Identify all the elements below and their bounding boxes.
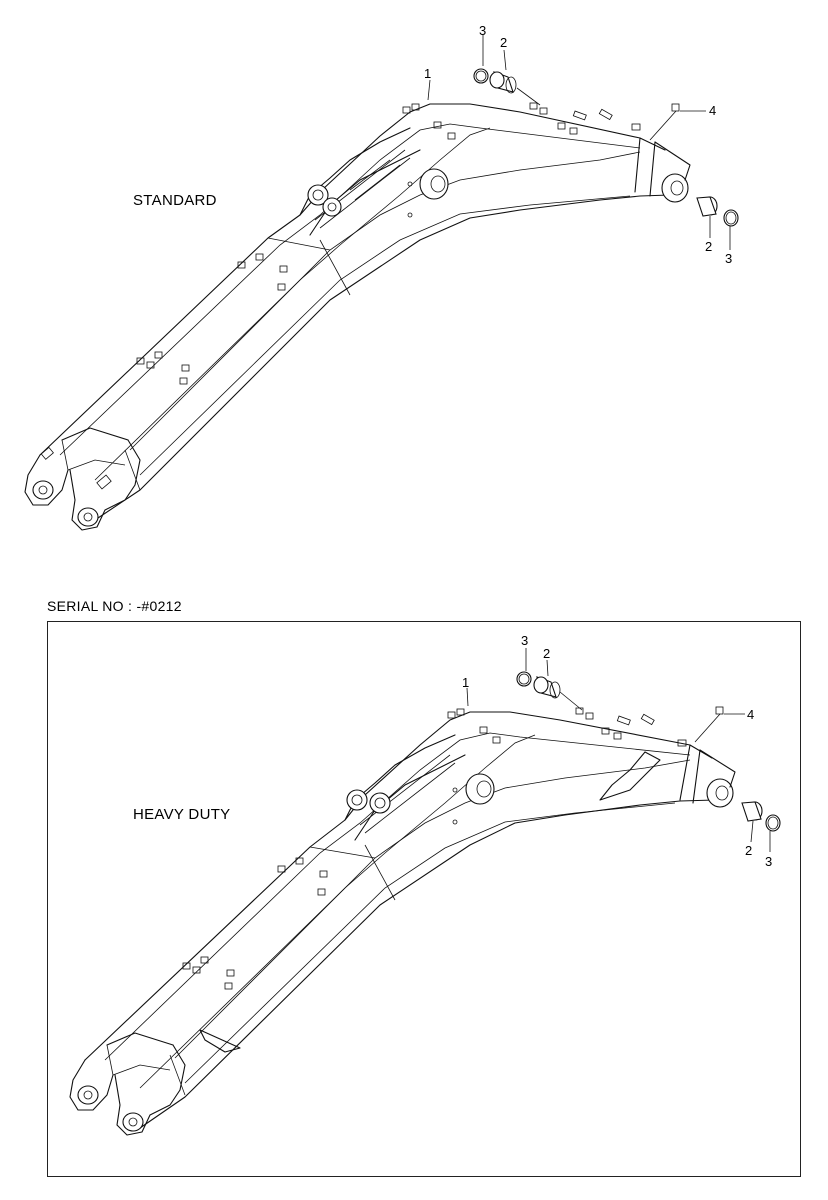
hd-callout-2: 2 bbox=[543, 646, 550, 661]
callout-3: 3 bbox=[479, 23, 486, 38]
standard-boom-drawing: 1 2 3 4 2 3 bbox=[24, 23, 739, 531]
hd-callout-4: 4 bbox=[747, 707, 754, 722]
callout-4: 4 bbox=[709, 103, 716, 118]
heavy-duty-boom-drawing: 1 2 3 4 2 3 bbox=[69, 633, 781, 1136]
callout-2-lower: 2 bbox=[705, 239, 712, 254]
standard-label: STANDARD bbox=[133, 192, 217, 209]
hd-callout-3-lower: 3 bbox=[765, 854, 772, 869]
hd-callout-1: 1 bbox=[462, 675, 469, 690]
callout-3-lower: 3 bbox=[725, 251, 732, 266]
callout-2: 2 bbox=[500, 35, 507, 50]
hd-callout-3: 3 bbox=[521, 633, 528, 648]
grease-fitting-part-4 bbox=[671, 103, 680, 112]
heavy-duty-label: HEAVY DUTY bbox=[133, 806, 231, 823]
heavy-duty-frame bbox=[47, 621, 801, 1177]
hd-callout-2-lower: 2 bbox=[745, 843, 752, 858]
serial-number-label: SERIAL NO : -#0212 bbox=[47, 598, 182, 614]
bushing-part-2 bbox=[489, 71, 505, 89]
callout-1: 1 bbox=[424, 66, 431, 81]
